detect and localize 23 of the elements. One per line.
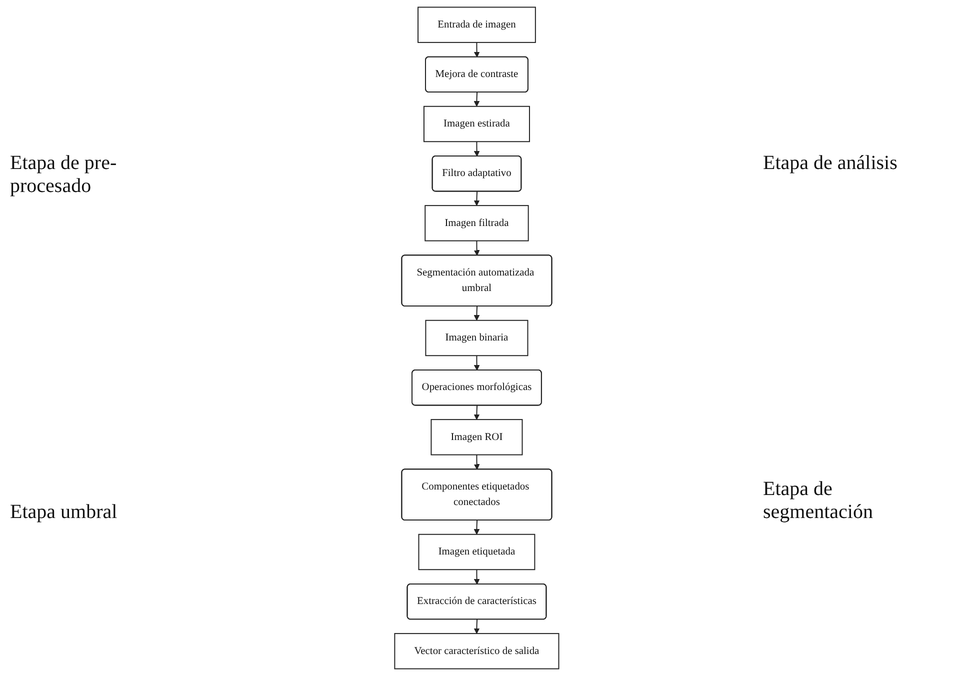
- node-box: Imagen estirada: [423, 106, 530, 142]
- stage-label: Etapa de segmentación: [763, 478, 874, 524]
- node-box: Vector característico de salida: [394, 633, 559, 670]
- stage-label: Etapa umbral: [10, 501, 118, 524]
- arrow: [474, 569, 480, 585]
- node-box: Imagen ROI: [430, 419, 522, 456]
- stage-label: Etapa de pre-procesado: [10, 152, 118, 198]
- arrow: [474, 92, 480, 107]
- node-box: Entrada de imagen: [417, 6, 536, 43]
- node-box: Imagen filtrada: [424, 205, 529, 242]
- node-box: Imagen etiquetada: [418, 534, 535, 570]
- arrow: [474, 42, 480, 58]
- arrow: [474, 520, 480, 535]
- arrow: [474, 619, 480, 634]
- arrow: [474, 191, 480, 206]
- stage-label: Etapa de análisis: [763, 152, 898, 175]
- arrow: [474, 454, 480, 470]
- node-box: Imagen binaria: [424, 320, 528, 356]
- arrow: [474, 306, 480, 321]
- arrow: [474, 240, 480, 256]
- arrow: [474, 405, 480, 420]
- arrow: [474, 355, 480, 371]
- arrow: [474, 141, 480, 157]
